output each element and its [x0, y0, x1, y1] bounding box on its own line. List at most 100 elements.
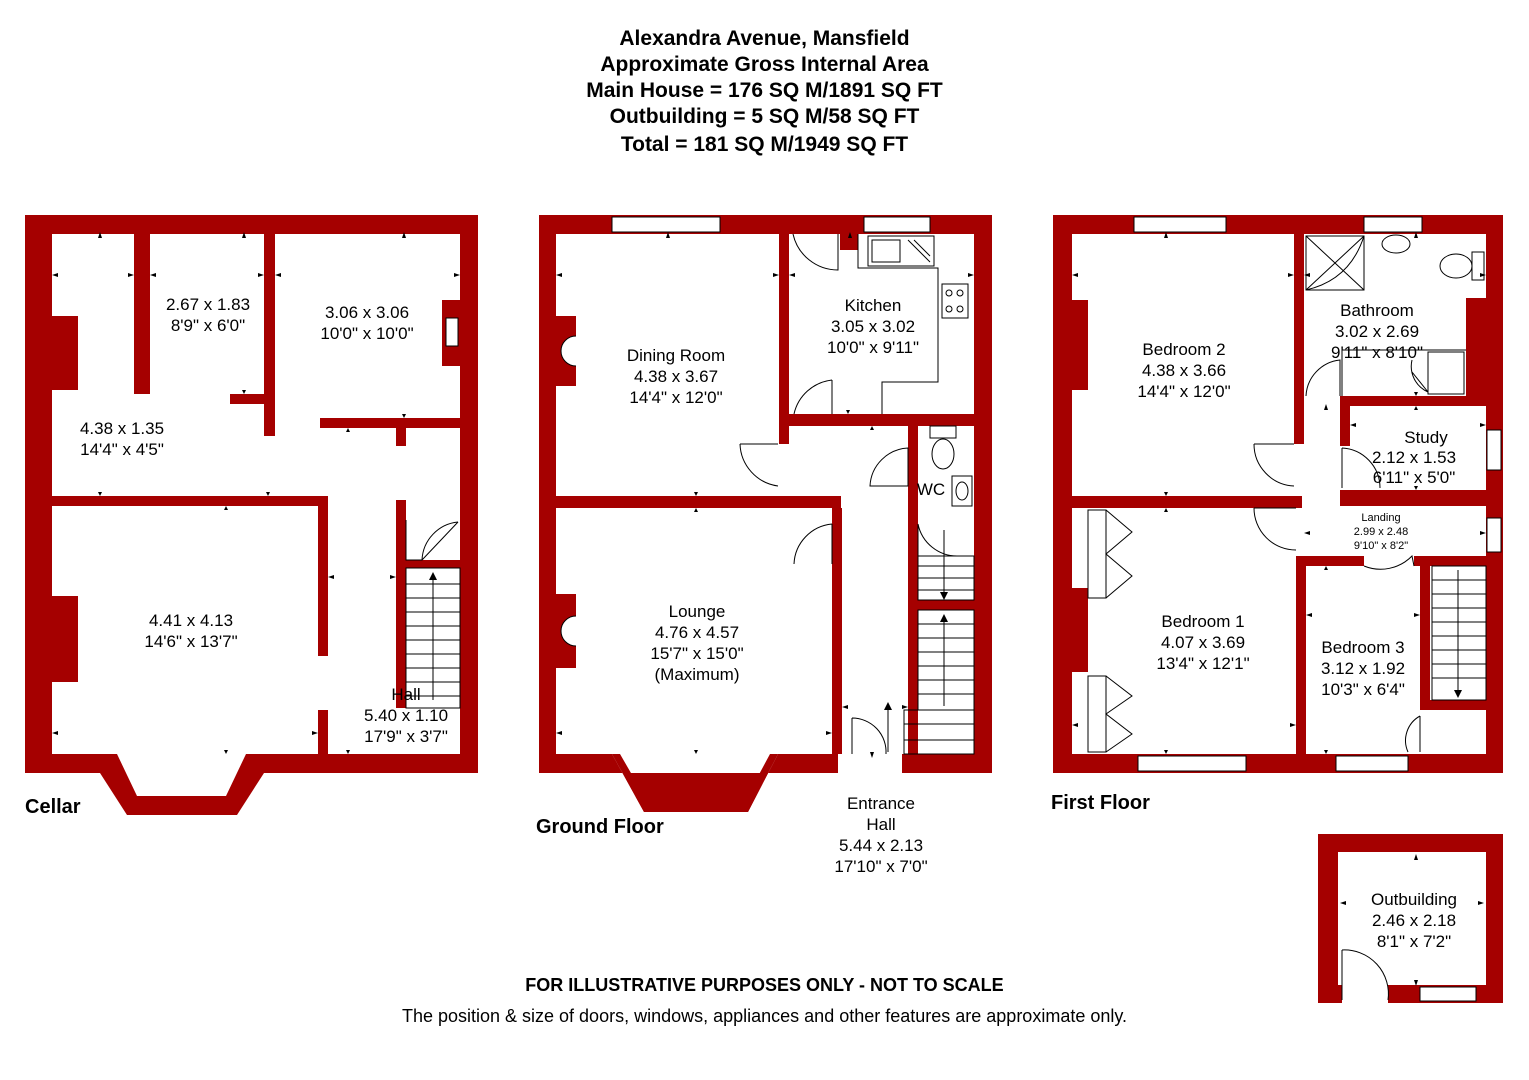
first-wall: [1340, 396, 1486, 406]
hob-icon: [941, 283, 969, 319]
toilet-icon: [929, 425, 957, 439]
ground-outer-wall: [539, 215, 840, 812]
wc-fittings: [929, 425, 973, 507]
basin-icon: [951, 475, 973, 507]
outbuilding-plan: Outbuilding 2.46 x 2.18 8'1" x 7'2": [1318, 834, 1503, 1003]
entrance-hall-name-2: Hall: [866, 815, 895, 834]
cellar-room-imperial: 14'4" x 4'5": [80, 440, 164, 459]
first-window: [1486, 517, 1502, 553]
lounge-name: Lounge: [669, 602, 726, 621]
first-window: [1137, 755, 1247, 772]
main-house-area: Main House = 176 SQ M/1891 SQ FT: [586, 79, 943, 102]
bathroom-fittings: [1305, 234, 1485, 396]
outbuilding-dimension-arrows: [1340, 854, 1484, 986]
ground-window-kitchen: [863, 216, 931, 233]
ground-wall: [779, 234, 789, 444]
dining-room-imperial: 14'4" x 12'0": [629, 388, 722, 407]
cellar-wall: [396, 560, 460, 568]
bathroom-name: Bathroom: [1340, 301, 1414, 320]
wc-name: WC: [917, 480, 945, 499]
study-metric: 2.12 x 1.53: [1372, 448, 1456, 467]
cellar-dimension-arrows: [52, 232, 460, 754]
bedroom2-imperial: 14'4" x 12'0": [1137, 382, 1230, 401]
cellar-hall-name: Hall: [391, 685, 420, 704]
lounge-imperial: 15'7" x 15'0": [650, 644, 743, 663]
cellar-hall-metric: 5.40 x 1.10: [364, 706, 448, 725]
first-dimension-arrows: [1072, 232, 1486, 754]
cellar-room-imperial: 8'9" x 6'0": [171, 316, 245, 335]
outbuilding-doorway: [1342, 985, 1388, 1003]
ground-floor-plan: Dining Room 4.38 x 3.67 14'4" x 12'0" Ki…: [536, 215, 992, 876]
dining-room-metric: 4.38 x 3.67: [634, 367, 718, 386]
wardrobes: [1087, 509, 1133, 753]
first-window: [1335, 755, 1409, 772]
bedroom1-metric: 4.07 x 3.69: [1161, 633, 1245, 652]
first-floor-label: First Floor: [1051, 792, 1150, 814]
cellar-door-swing: [405, 520, 459, 561]
ground-wall: [908, 426, 918, 754]
cellar-room-metric: 3.06 x 3.06: [325, 303, 409, 322]
kitchen-sink: [867, 235, 935, 267]
bedroom3-name: Bedroom 3: [1321, 638, 1404, 657]
kitchen-metric: 3.05 x 3.02: [831, 317, 915, 336]
cellar-wall: [52, 496, 327, 506]
ground-wall: [918, 600, 974, 610]
first-wall: [1296, 556, 1306, 754]
cellar-room-imperial: 10'0" x 10'0": [320, 324, 413, 343]
cellar-hall-imperial: 17'9" x 3'7": [364, 727, 448, 746]
area-subtitle: Approximate Gross Internal Area: [600, 53, 929, 76]
entrance-hall-imperial: 17'10" x 7'0": [834, 857, 927, 876]
ground-wall: [832, 508, 842, 754]
landing-name: Landing: [1361, 512, 1400, 524]
outbuilding-name: Outbuilding: [1371, 890, 1457, 909]
cellar-outer-wall: [25, 215, 478, 815]
cellar-floor-label: Cellar: [25, 796, 81, 818]
cellar-wall: [230, 394, 275, 404]
study-imperial: 6'11" x 5'0": [1373, 468, 1456, 487]
outbuilding-area: Outbuilding = 5 SQ M/58 SQ FT: [609, 105, 920, 128]
dining-room-name: Dining Room: [627, 346, 725, 365]
cellar-stairs: [405, 567, 461, 709]
study-name: Study: [1404, 428, 1448, 447]
cellar-room-metric: 4.38 x 1.35: [80, 419, 164, 438]
cellar-room-metric: 2.67 x 1.83: [166, 295, 250, 314]
outbuilding-door-swing: [1341, 949, 1389, 1001]
ground-outer-wall: [840, 215, 992, 773]
first-wall: [1072, 496, 1302, 508]
cellar-room-metric: 4.41 x 4.13: [149, 611, 233, 630]
landing-metric: 2.99 x 2.48: [1354, 526, 1408, 538]
kitchen-fittings: [857, 234, 969, 414]
disclaimer-note: The position & size of doors, windows, a…: [401, 1006, 1128, 1026]
first-wall: [1414, 556, 1486, 566]
cellar-wall: [134, 234, 150, 394]
lounge-note: (Maximum): [655, 665, 740, 684]
outbuilding-imperial: 8'1" x 7'2": [1377, 932, 1451, 951]
first-floor-plan: Bedroom 2 4.38 x 3.66 14'4" x 12'0" Bath…: [1051, 215, 1503, 814]
bedroom3-imperial: 10'3" x 6'4": [1321, 680, 1405, 699]
first-floor-stairs: [1431, 565, 1487, 701]
first-wall: [1340, 490, 1486, 506]
outbuilding-metric: 2.46 x 2.18: [1372, 911, 1456, 930]
first-window: [1363, 216, 1423, 233]
ground-wall: [556, 496, 841, 508]
bedroom2-name: Bedroom 2: [1142, 340, 1225, 359]
kitchen-imperial: 10'0" x 9'11": [827, 338, 919, 357]
bathroom-imperial: 9'11" x 8'10": [1331, 343, 1423, 362]
bathroom-metric: 3.02 x 2.69: [1335, 322, 1419, 341]
outbuilding-outer-wall: [1318, 834, 1503, 1003]
cellar-wall: [318, 496, 328, 656]
outbuilding-window: [1419, 986, 1477, 1002]
first-wall: [1340, 406, 1350, 446]
shower-icon: [1305, 235, 1365, 291]
cellar-room-imperial: 14'6" x 13'7": [144, 632, 237, 651]
cellar-chimney-breast-2: [52, 596, 78, 682]
cellar-wall: [396, 418, 406, 446]
ground-stairs: [884, 530, 975, 755]
total-area: Total = 181 SQ M/1949 SQ FT: [620, 133, 909, 156]
entrance-hall-metric: 5.44 x 2.13: [839, 836, 923, 855]
basin-icon: [1381, 234, 1411, 254]
kitchen-name: Kitchen: [845, 296, 902, 315]
address-title: Alexandra Avenue, Mansfield: [619, 27, 910, 50]
first-chimney-breast: [1072, 300, 1088, 390]
